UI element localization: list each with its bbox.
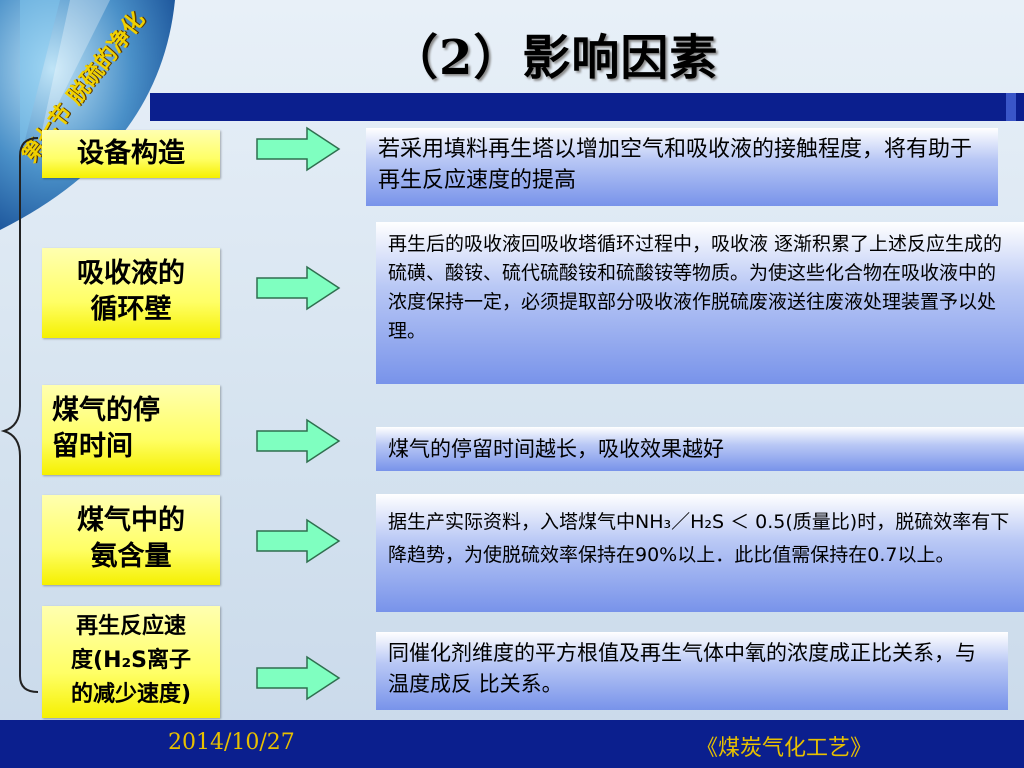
bottom-band (0, 720, 1024, 768)
factor-label: 吸收液的 (77, 258, 185, 289)
factor-label: 煤气的停 (52, 395, 160, 426)
factor-label: 再生反应速 (75, 614, 186, 639)
factor-label: 留时间 (52, 431, 133, 462)
right-arrow-icon (256, 265, 341, 311)
factor-box-ammonia: 煤气中的 氨含量 (42, 495, 220, 585)
right-arrow-icon (256, 518, 341, 564)
factor-label: 度(H₂S离子 (71, 648, 191, 673)
factor-box-equipment: 设备构造 (42, 130, 220, 178)
desc-equipment: 若采用填料再生塔以增加空气和吸收液的接触程度，将有助于再生反应速度的提高 (366, 128, 998, 206)
factor-label: 煤气中的 (77, 505, 185, 536)
factor-label: 氨含量 (90, 541, 172, 572)
footer-course-title: 《煤炭气化工艺》 (696, 736, 873, 761)
factor-label: 的减少速度) (70, 682, 192, 707)
left-brace (0, 137, 39, 693)
right-arrow-icon (256, 418, 341, 464)
footer-date: 2014/10/27 (168, 730, 295, 755)
factor-box-residence-time: 煤气的停 留时间 (42, 385, 220, 475)
factor-box-circulation: 吸收液的 循环壁 (42, 248, 220, 338)
desc-circulation: 再生后的吸收液回吸收塔循环过程中，吸收液 逐渐积累了上述反应生成的硫磺、酸铵、硫… (376, 222, 1024, 384)
page-title: （2）影响因素 (390, 30, 719, 86)
top-band (150, 93, 1024, 121)
factor-label: 设备构造 (77, 138, 185, 169)
factor-box-regeneration-rate: 再生反应速 度(H₂S离子 的减少速度) (42, 606, 220, 718)
right-arrow-icon (256, 126, 341, 172)
desc-residence-time: 煤气的停留时间越长，吸收效果越好 (376, 427, 1024, 471)
desc-regeneration-rate: 同催化剂维度的平方根值及再生气体中氧的浓度成正比关系，与温度成反 比关系。 (376, 632, 1008, 710)
factor-label: 循环壁 (90, 294, 172, 325)
desc-ammonia: 据生产实际资料，入塔煤气中NH₃／H₂S ＜ 0.5(质量比)时，脱硫效率有下降… (376, 494, 1024, 612)
right-arrow-icon (256, 655, 341, 701)
